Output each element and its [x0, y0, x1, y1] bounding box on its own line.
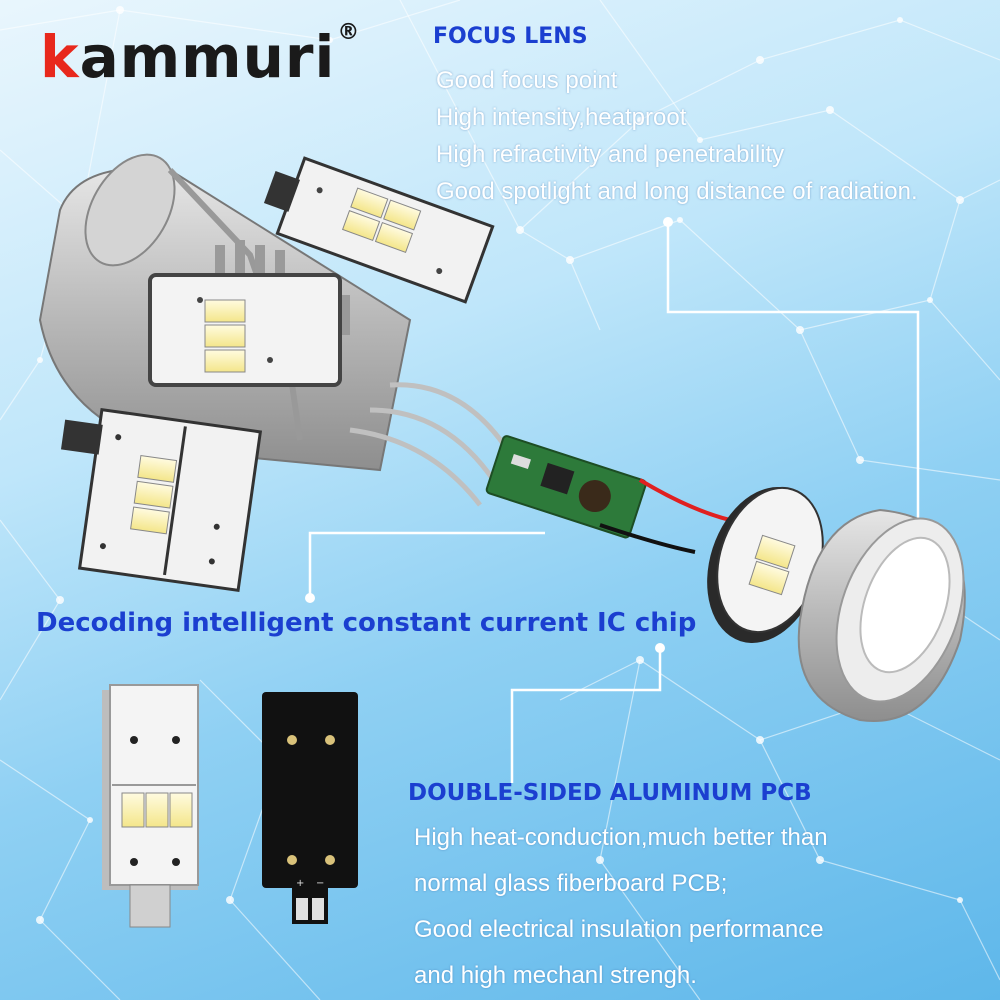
focus-lens-features: Good focus point High intensity,heatproo…	[436, 62, 918, 210]
led-bulb-illustration	[38, 153, 412, 472]
focus-lens-title: FOCUS LENS	[433, 24, 588, 49]
focus-lens-illustration	[797, 508, 966, 722]
focus-feature-1: Good focus point	[436, 67, 618, 94]
driver-board-illustration	[349, 382, 731, 554]
pcb-feature-2: normal glass fiberboard PCB;	[414, 870, 728, 897]
focus-feature-3: High refractivity and penetrability	[436, 141, 785, 168]
logo-initial: k	[40, 23, 80, 91]
logo-name: ammuri	[79, 23, 336, 91]
pcb-plus-mark: +	[296, 878, 305, 889]
pcb-back-illustration	[262, 692, 358, 924]
round-led-disc-illustration	[707, 486, 824, 643]
pcb-feature-1: High heat-conduction,much better than	[414, 824, 828, 851]
focus-feature-4: Good spotlight and long distance of radi…	[436, 178, 918, 205]
registered-mark: ®	[337, 20, 361, 45]
pcb-features: High heat-conduction,much better than no…	[414, 815, 828, 999]
top-pcb-illustration	[263, 156, 495, 304]
pcb-front-illustration	[102, 684, 199, 928]
pcb-minus-mark: −	[316, 878, 325, 889]
left-pcb-illustration	[60, 407, 263, 593]
pcb-feature-4: and high mechanl strengh.	[414, 962, 697, 989]
pcb-feature-3: Good electrical insulation performance	[414, 916, 824, 943]
brand-logo: kammuri®	[40, 22, 360, 87]
pcb-title: DOUBLE-SIDED ALUMINUM PCB	[408, 780, 812, 806]
ic-chip-title: Decoding intelligent constant current IC…	[36, 608, 697, 638]
focus-feature-2: High intensity,heatproot	[436, 104, 687, 131]
